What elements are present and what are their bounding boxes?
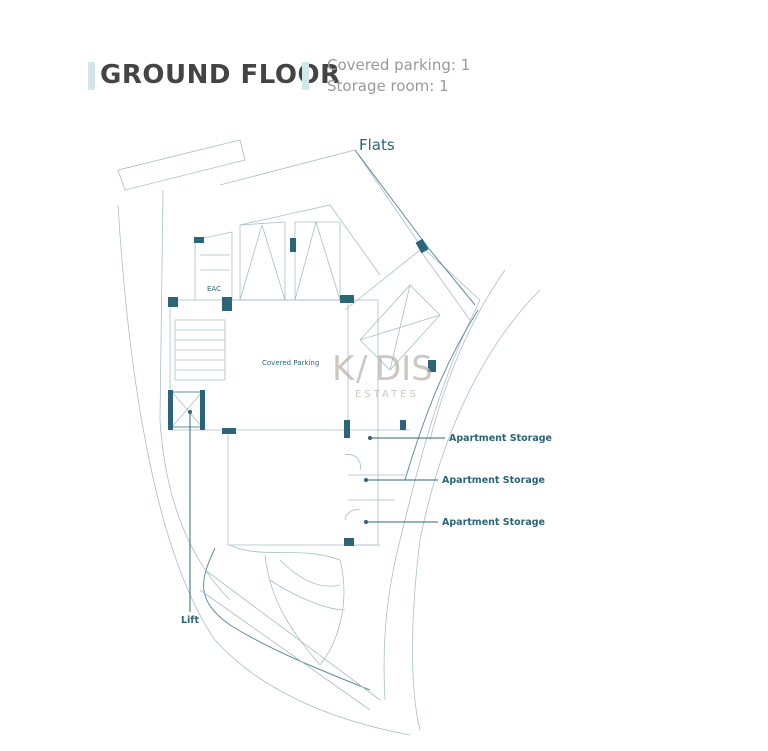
eac-label: EAC — [207, 285, 221, 293]
svg-text:ESTATES: ESTATES — [355, 389, 419, 400]
svg-text:/: / — [356, 349, 368, 389]
storage-label-3: Apartment Storage — [442, 517, 545, 528]
svg-text:DIS: DIS — [375, 349, 433, 389]
title-bar-right — [302, 62, 309, 90]
page-title: GROUND FLOOR — [100, 60, 341, 90]
covered-parking-count: Covered parking: 1 — [327, 56, 471, 74]
watermark-logo: K / DIS ESTATES — [332, 349, 433, 400]
storage-label-2: Apartment Storage — [442, 475, 545, 486]
flats-label: Flats — [359, 136, 395, 154]
storage-label-1: Apartment Storage — [449, 433, 552, 444]
title-bar-left — [88, 62, 95, 90]
storage-room-count: Storage room: 1 — [327, 77, 449, 95]
svg-text:K: K — [332, 349, 356, 389]
lift-label: Lift — [181, 615, 199, 626]
covered-parking-label: Covered Parking — [262, 359, 319, 367]
